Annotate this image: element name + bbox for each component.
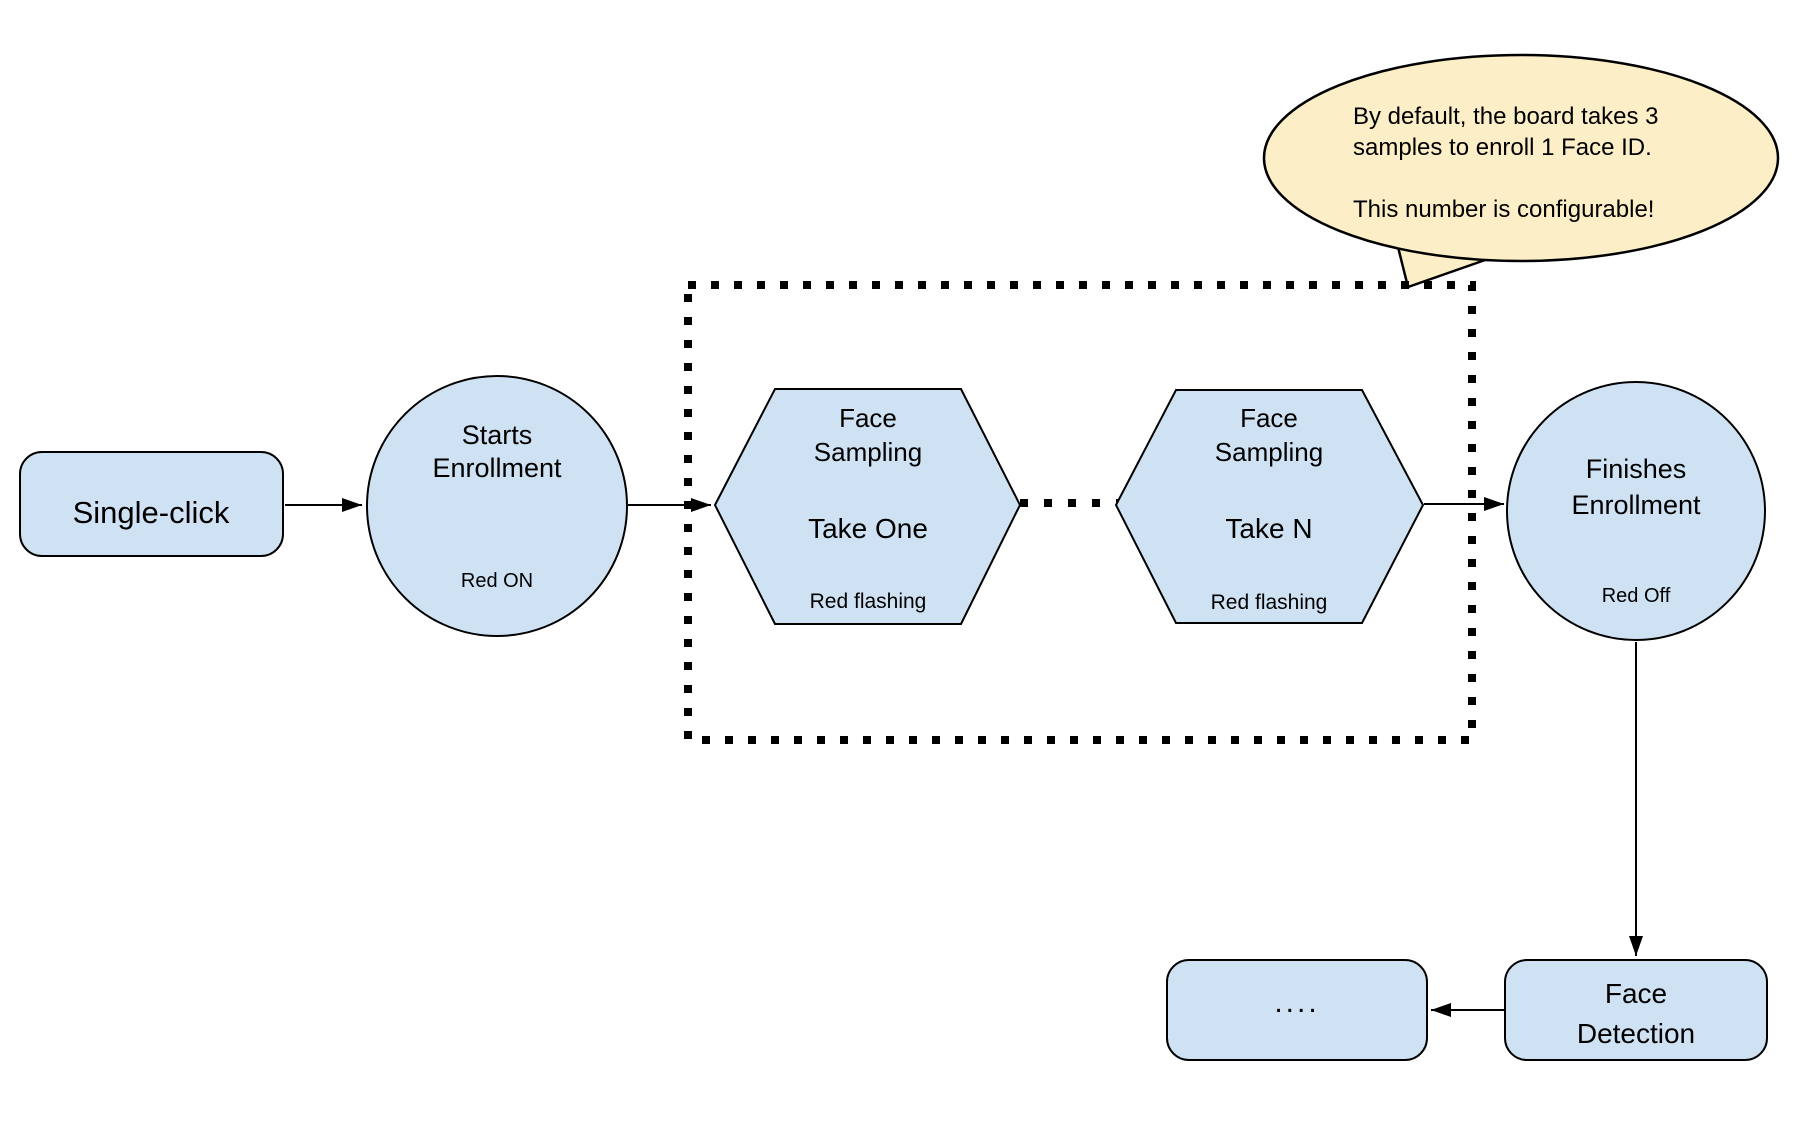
node-starts-enrollment: Starts Enrollment Red ON [366, 375, 628, 637]
ellipsis-label: .... [1274, 986, 1319, 1019]
node-single-click: Single-click [19, 451, 284, 557]
callout: By default, the board takes 3 samples to… [1262, 53, 1780, 289]
finishes-enrollment-label-line1: Finishes [1586, 454, 1687, 484]
callout-bubble [1262, 53, 1780, 263]
starts-enrollment-circle [366, 375, 628, 637]
face-sampling-one-label-line1: Face [839, 403, 897, 433]
finishes-enrollment-circle [1506, 381, 1766, 641]
ellipsis-box [1166, 959, 1428, 1061]
face-sampling-one-status: Red flashing [810, 590, 927, 613]
face-sampling-one-take-label: Take One [808, 513, 928, 544]
starts-enrollment-status: Red ON [461, 570, 533, 592]
face-detection-box [1504, 959, 1768, 1061]
callout-text-line2: samples to enroll 1 Face ID. [1353, 134, 1652, 161]
callout-text-line3: This number is configurable! [1353, 196, 1654, 223]
face-sampling-n-status: Red flashing [1211, 591, 1328, 614]
node-face-sampling-n: Face Sampling Take N Red flashing [1114, 389, 1425, 624]
face-sampling-n-label-line2: Sampling [1215, 437, 1323, 467]
sampling-loop-boundary [684, 281, 1476, 744]
face-sampling-n-hexagon [1114, 389, 1425, 624]
callout-text-line1: By default, the board takes 3 [1353, 103, 1659, 130]
starts-enrollment-label-line1: Starts [462, 420, 533, 450]
face-detection-label-line1: Face [1605, 978, 1667, 1009]
starts-enrollment-label-line2: Enrollment [432, 453, 562, 483]
node-finishes-enrollment: Finishes Enrollment Red Off [1506, 381, 1766, 641]
finishes-enrollment-label-line2: Enrollment [1571, 490, 1701, 520]
face-detection-label-line2: Detection [1577, 1018, 1695, 1049]
single-click-box [19, 451, 284, 557]
face-sampling-n-label-line1: Face [1240, 403, 1298, 433]
node-face-sampling-one: Face Sampling Take One Red flashing [713, 388, 1022, 625]
node-ellipsis: .... [1166, 959, 1428, 1061]
finishes-enrollment-status: Red Off [1602, 585, 1671, 607]
node-face-detection: Face Detection [1504, 959, 1768, 1061]
face-sampling-n-take-label: Take N [1225, 513, 1312, 544]
single-click-label: Single-click [73, 495, 230, 530]
face-sampling-one-label-line2: Sampling [814, 437, 922, 467]
